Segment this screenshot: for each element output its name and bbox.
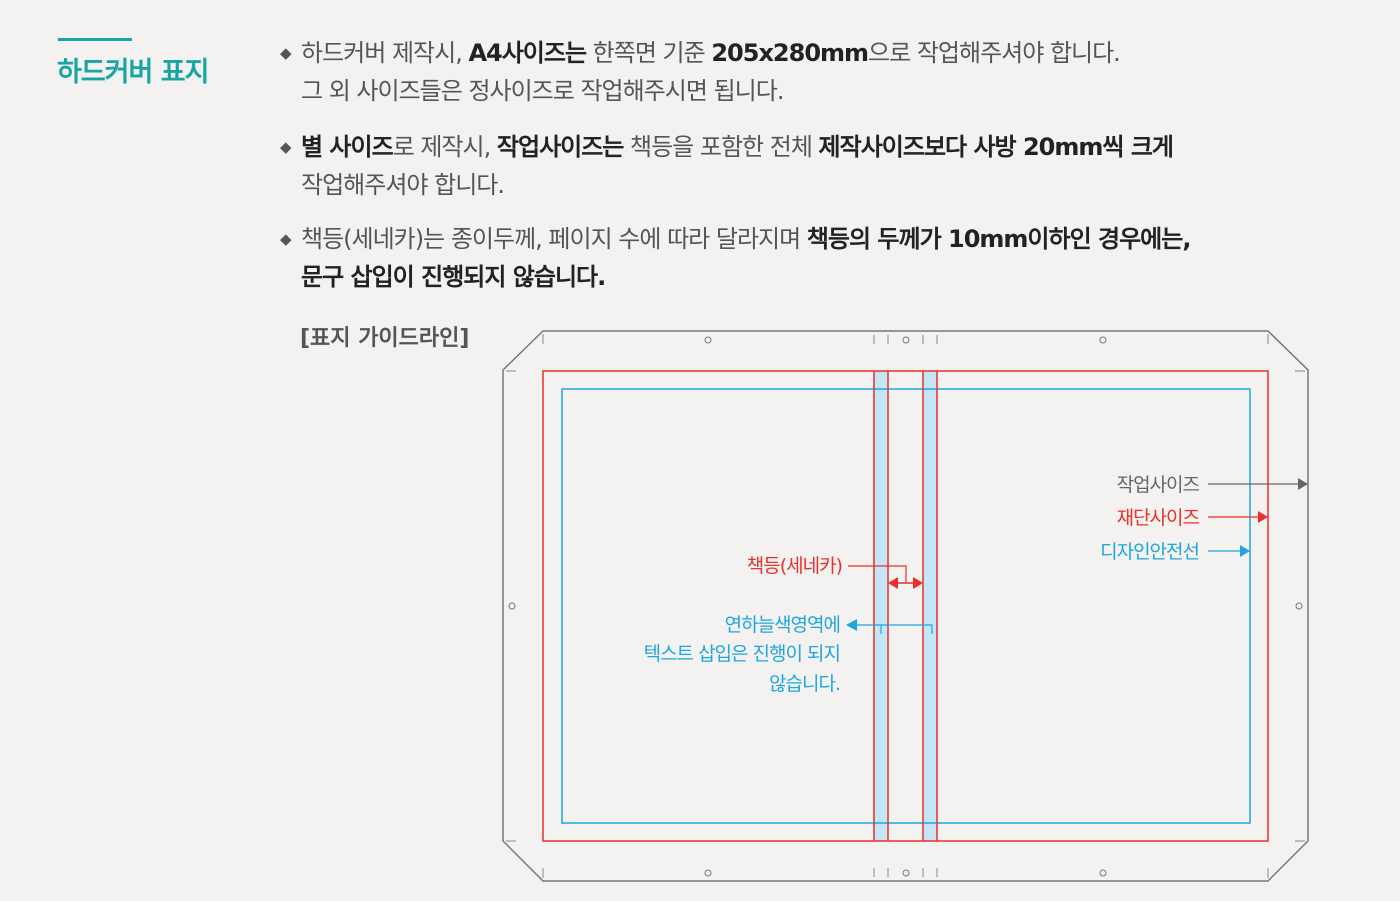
text: 책등(세네카)는 종이두께, 페이지 수에 따라 달라지며 [301,225,807,253]
safe-line-arrow-icon [1240,545,1250,557]
registration-mark-icons [508,336,1303,877]
bold-text: A4사이즈는 [468,39,587,67]
note-line-2: 텍스트 삽입은 진행이 되지 [644,643,840,665]
diamond-bullet-icon: ◆ [280,230,292,248]
bullet-line: 작업해주셔야 합니다. [301,166,1173,204]
work-size-outline [502,330,1309,882]
text: 하드커버 제작시, [301,39,469,67]
section-title: 하드커버 표지 [57,57,209,88]
label-safe-line: 디자인안전선 [1100,541,1199,563]
title-underline [58,38,132,41]
crop-marks [506,334,1305,878]
text: 한쪽면 기준 [586,39,712,67]
diamond-bullet-icon: ◆ [280,44,292,62]
diamond-bullet-icon: ◆ [280,138,292,156]
work-size-arrow-icon [1298,478,1308,490]
spine-width-arrow-icon [888,577,898,589]
bold-text: 별 사이즈 [301,133,394,161]
text: 로 제작시, [392,133,497,161]
label-trim-size: 재단사이즈 [1117,507,1200,529]
note-line-3: 않습니다. [769,673,840,695]
guide-title: [표지 가이드라인] [300,326,470,351]
text: 작업해주셔야 합니다. [301,171,505,199]
bold-text: 작업사이즈는 [496,133,624,161]
bullet-line: 책등(세네카)는 종이두께, 페이지 수에 따라 달라지며 책등의 두께가 10… [301,220,1192,258]
bullet-1: ◆ 하드커버 제작시, A4사이즈는 한쪽면 기준 205x280mm으로 작업해… [280,34,1121,110]
bold-text: 제작사이즈보다 사방 20mm씩 크게 [818,133,1174,161]
bold-text: 문구 삽입이 진행되지 않습니다. [301,263,606,291]
note-line-1: 연하늘색영역에 [725,614,840,636]
text: 으로 작업해주셔야 합니다. [868,39,1121,67]
note-arrow-icon [846,619,857,631]
text: 책등을 포함한 전체 [623,133,819,161]
trim-size-arrow-icon [1258,511,1268,523]
bold-text: 205x280mm [711,39,869,67]
bullet-line: 별 사이즈로 제작시, 작업사이즈는 책등을 포함한 전체 제작사이즈보다 사방… [301,128,1174,166]
bold-text: 책등의 두께가 10mm이하인 경우에는, [806,225,1192,253]
trim-size-outline [542,370,1269,842]
bullet-3: ◆ 책등(세네카)는 종이두께, 페이지 수에 따라 달라지며 책등의 두께가 1… [280,220,1192,296]
spine-lines [873,371,938,841]
text: 그 외 사이즈들은 정사이즈로 작업해주시면 됩니다. [301,77,784,105]
spine-safe-area-left [874,371,888,841]
spine-safe-area-right [923,371,937,841]
bullet-line: 그 외 사이즈들은 정사이즈로 작업해주시면 됩니다. [301,72,1120,110]
bullet-line: 문구 삽입이 진행되지 않습니다. [301,258,1190,296]
bullet-line: 하드커버 제작시, A4사이즈는 한쪽면 기준 205x280mm으로 작업해주… [301,34,1121,72]
bullet-2: ◆ 별 사이즈로 제작시, 작업사이즈는 책등을 포함한 전체 제작사이즈보다 사… [280,128,1174,204]
safe-line-outline [561,388,1251,824]
label-spine: 책등(세네카) [747,555,842,577]
label-work-size: 작업사이즈 [1117,474,1200,496]
